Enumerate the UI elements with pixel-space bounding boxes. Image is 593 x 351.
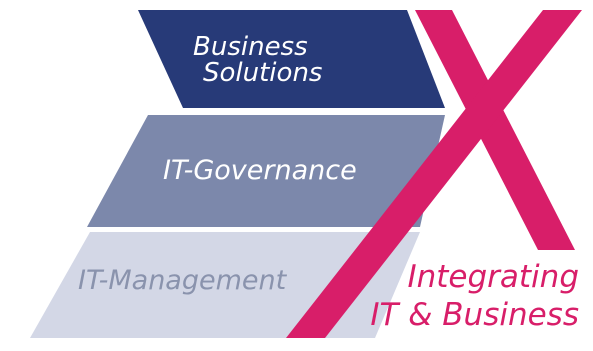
x-stroke-down	[415, 10, 575, 250]
it-governance-shape	[87, 115, 445, 227]
tagline: Integrating IT & Business	[370, 258, 579, 334]
it-management-label: IT-Management	[78, 265, 287, 296]
it-governance-label: IT-Governance	[163, 155, 357, 186]
tagline-line1: Integrating	[407, 259, 579, 295]
tagline-line2: IT & Business	[370, 297, 579, 333]
business-solutions-line2: Solutions	[203, 58, 323, 88]
business-solutions-shape	[138, 10, 445, 108]
business-solutions-line1: Business	[193, 32, 308, 62]
x-stroke-up	[286, 10, 582, 338]
business-solutions-label: Business Solutions	[193, 34, 322, 86]
